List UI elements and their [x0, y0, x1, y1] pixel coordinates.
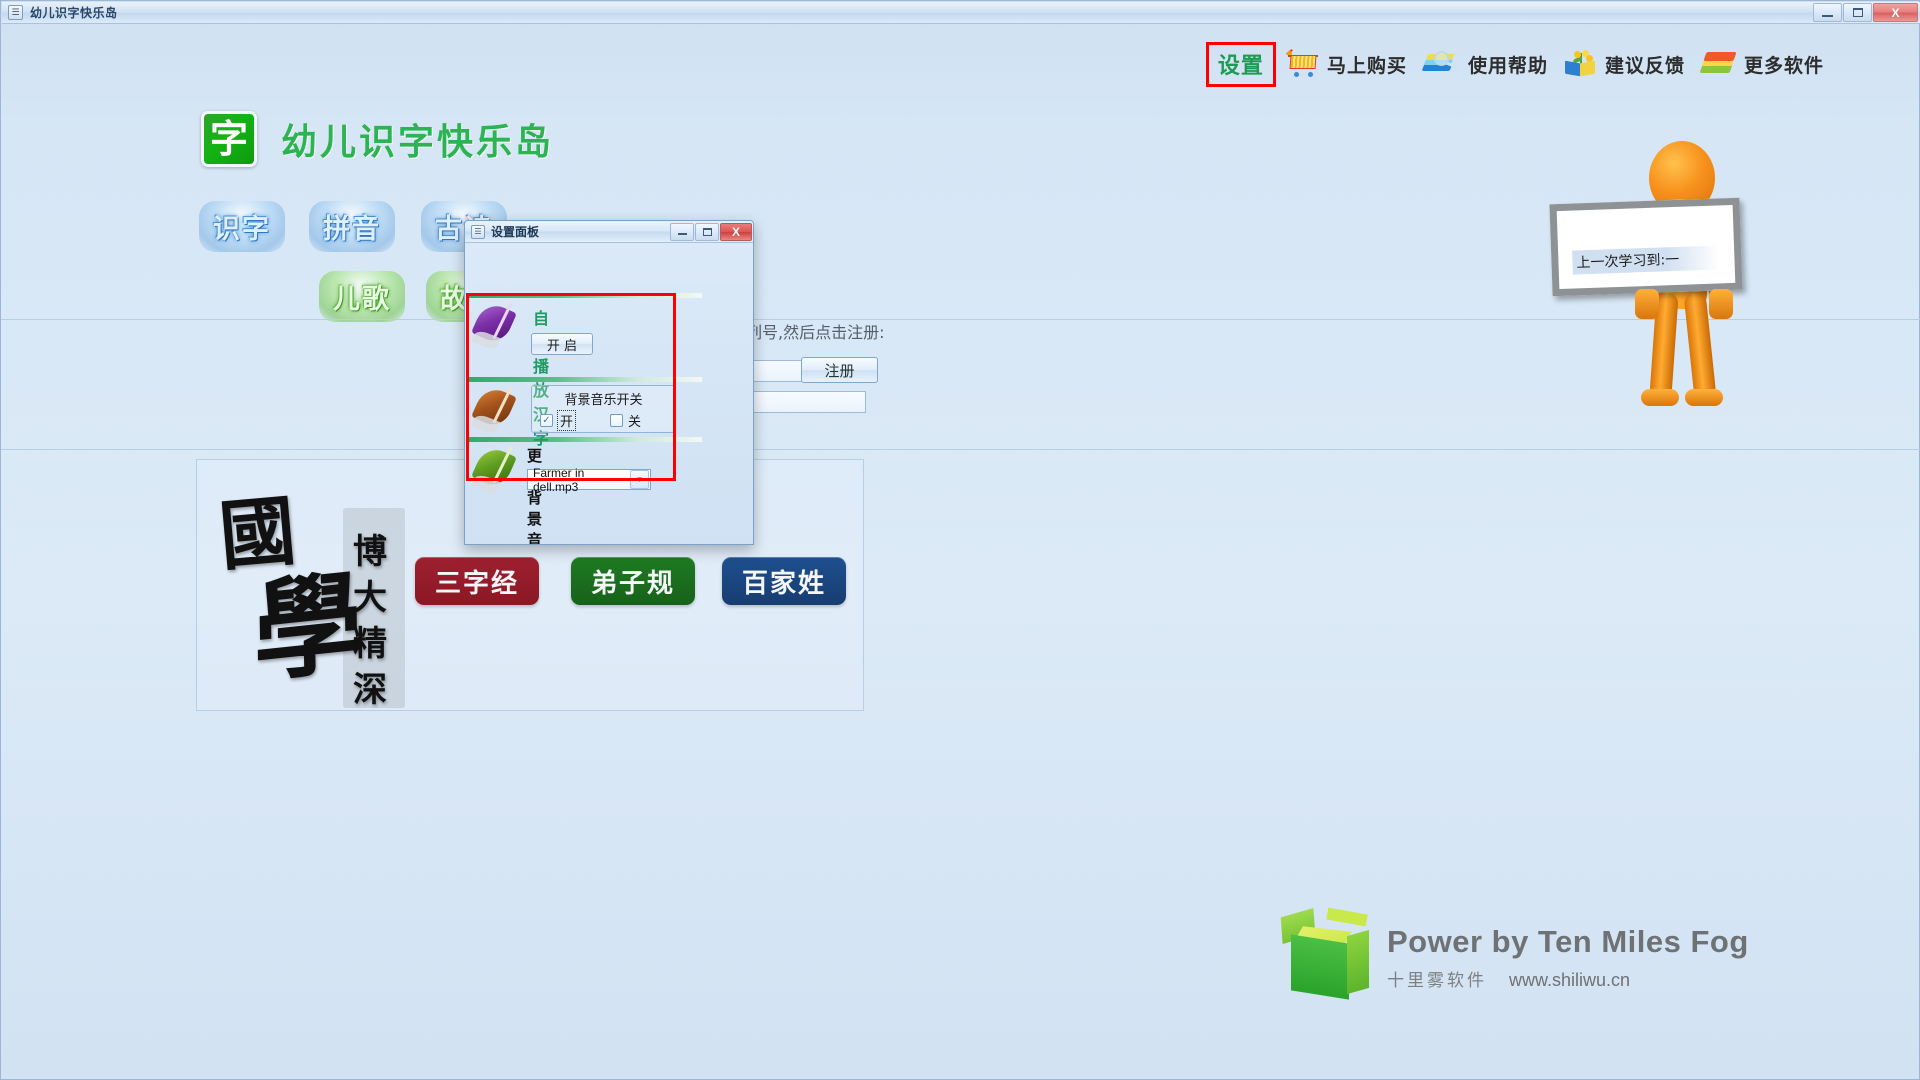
mascot-hand-left — [1635, 289, 1659, 319]
classic-button-sanzijing[interactable]: 三字经 — [415, 557, 539, 605]
music-switch-group: 背景音乐开关 ✓ 开 关 — [531, 385, 676, 433]
maximize-button[interactable] — [1843, 3, 1872, 22]
section-separator-1 — [468, 293, 702, 298]
music-off-checkbox[interactable] — [610, 414, 623, 427]
shopping-cart-icon — [1286, 48, 1320, 77]
seal-char-bo: 博 — [353, 532, 387, 572]
window-controls: X — [1813, 3, 1918, 22]
footer-branding: Power by Ten Miles Fog 十里雾软件 www.shiliwu… — [1280, 907, 1749, 1003]
feedback-book-flowers-icon — [1564, 50, 1598, 78]
help-books-magnifier-icon — [1421, 51, 1461, 77]
page-title: 幼儿识字快乐岛 — [281, 122, 555, 163]
logo-badge-icon: 字 — [201, 111, 257, 167]
brown-feather-icon — [471, 383, 519, 441]
change-music-title: 更换背景音乐 — [527, 447, 544, 545]
buy-now-label: 马上购买 — [1326, 54, 1407, 77]
brand-url[interactable]: www.shiliwu.cn — [1509, 969, 1631, 990]
toolbar-item-feedback[interactable]: 建议反馈 — [1564, 50, 1685, 78]
brand-name-en: Power by Ten Miles Fog — [1387, 923, 1749, 959]
seal-background — [343, 508, 405, 708]
toolbar-item-help[interactable]: 使用帮助 — [1421, 51, 1548, 78]
music-off-label: 关 — [628, 415, 642, 430]
last-study-progress-text: 上一次学习到:一 — [1572, 245, 1720, 275]
chevron-down-icon[interactable]: ▼ — [630, 470, 649, 489]
dialog-minimize-button[interactable] — [670, 222, 694, 241]
autoplay-toggle-button[interactable]: 开 启 — [531, 333, 593, 355]
classic-button-dizigui[interactable]: 弟子规 — [571, 557, 695, 605]
music-on-option[interactable]: ✓ 开 — [540, 410, 577, 431]
serial-input-2[interactable] — [751, 391, 866, 413]
background-music-selected-value: Farmer in dell.mp3 — [533, 465, 585, 494]
music-on-label: 开 — [556, 410, 577, 431]
mascot-foot-left — [1641, 389, 1679, 406]
mascot-figure: 上一次学习到:一 — [1549, 141, 1791, 411]
dialog-title: 设置面板 — [491, 225, 540, 239]
settings-dialog: ☰ 设置面板 X 自动播放汉字 开 启 — [464, 220, 754, 545]
toolbar-item-more-software[interactable]: 更多软件 — [1699, 51, 1824, 78]
section-separator-2 — [468, 377, 702, 382]
mascot-hand-right — [1709, 289, 1733, 319]
seal-char-da: 大 — [353, 578, 387, 618]
more-software-books-icon — [1699, 52, 1737, 76]
music-on-checkbox[interactable]: ✓ — [540, 414, 553, 427]
dialog-body: 自动播放汉字 开 启 背景音乐开关 ✓ 开 关 — [465, 243, 753, 545]
settings-label: 设置 — [1217, 53, 1264, 79]
brand-name-cn: 十里雾软件 — [1387, 970, 1487, 991]
toolbar-item-buy-now[interactable]: 马上购买 — [1286, 48, 1407, 78]
dialog-window-controls: X — [670, 222, 753, 241]
app-logo-row: 字 幼儿识字快乐岛 — [201, 111, 554, 167]
close-button[interactable]: X — [1873, 3, 1918, 22]
nav-item-shizi[interactable]: 识字 — [199, 201, 285, 252]
dialog-close-button[interactable]: X — [720, 222, 752, 241]
mascot-whiteboard: 上一次学习到:一 — [1549, 197, 1743, 297]
seal-char-shen: 深 — [353, 670, 387, 710]
divider-bottom — [1, 449, 1920, 450]
green-open-box-icon — [1280, 907, 1373, 1003]
music-switch-title: 背景音乐开关 — [564, 393, 643, 408]
dialog-menu-icon[interactable]: ☰ — [471, 224, 485, 239]
seal-char-jing: 精 — [353, 624, 387, 664]
section-separator-3 — [468, 437, 702, 442]
app-menu-icon[interactable]: ☰ — [8, 5, 23, 20]
music-off-option[interactable]: 关 — [610, 411, 641, 430]
green-feather-icon — [471, 443, 519, 501]
classic-button-baijiaxing[interactable]: 百家姓 — [722, 557, 846, 605]
window-title: 幼儿识字快乐岛 — [30, 6, 118, 20]
nav-item-erge[interactable]: 儿歌 — [319, 271, 405, 322]
calligraphy-char-xue: 學 — [252, 557, 364, 699]
dialog-maximize-button[interactable] — [695, 222, 719, 241]
help-label: 使用帮助 — [1467, 54, 1548, 77]
nav-item-pinyin[interactable]: 拼音 — [309, 201, 395, 252]
minimize-button[interactable] — [1813, 3, 1842, 22]
more-software-label: 更多软件 — [1743, 54, 1824, 77]
mascot-foot-right — [1685, 389, 1723, 406]
background-music-select[interactable]: Farmer in dell.mp3 ▼ — [527, 466, 651, 494]
top-toolbar: 设置 马上购买 使用帮助 建议反馈 — [1205, 41, 1824, 87]
calligraphy-artwork: 國 學 博 大 精 深 — [215, 466, 425, 710]
brand-text-block: Power by Ten Miles Fog 十里雾软件 www.shiliwu… — [1387, 924, 1749, 991]
register-button[interactable]: 注册 — [801, 357, 878, 383]
window-titlebar: ☰ 幼儿识字快乐岛 X — [2, 2, 1920, 24]
dialog-titlebar: ☰ 设置面板 X — [465, 221, 753, 243]
feedback-label: 建议反馈 — [1604, 54, 1685, 77]
purple-feather-icon — [471, 299, 519, 357]
toolbar-item-settings[interactable]: 设置 — [1205, 41, 1276, 87]
divider-top — [1, 319, 1920, 320]
